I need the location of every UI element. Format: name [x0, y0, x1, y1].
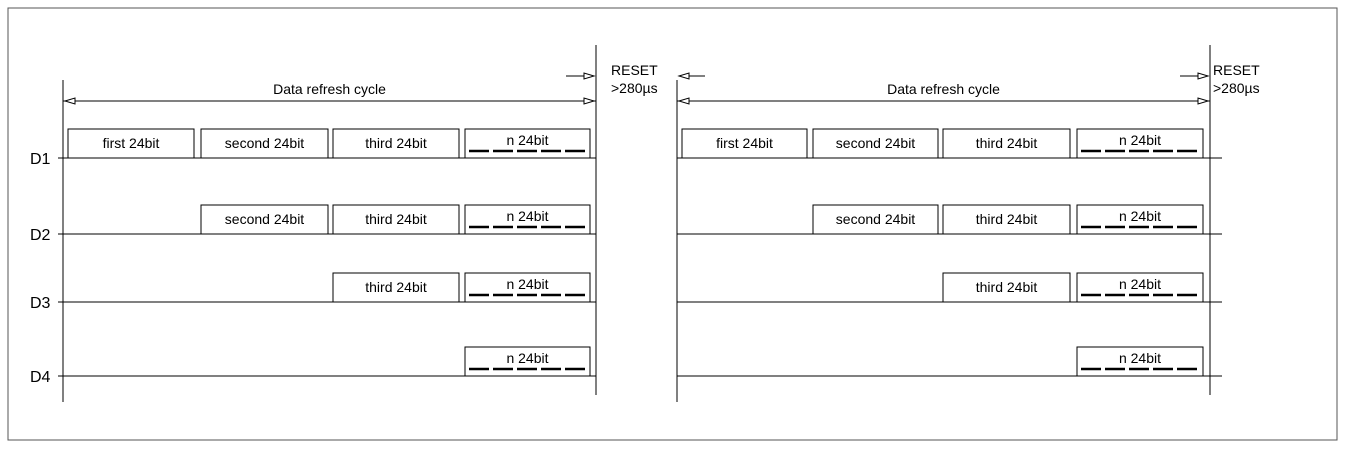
reset-time-label: >280µs [611, 80, 658, 96]
data-packet [942, 128, 1071, 159]
data-packet [681, 128, 808, 159]
packet-label: n 24bit [1119, 350, 1161, 366]
reset-arrow-out [677, 72, 690, 80]
data-packet [464, 128, 591, 159]
packet-label: first 24bit [103, 135, 160, 151]
packet-label: third 24bit [976, 211, 1038, 227]
reset-arrow-in [583, 72, 596, 80]
reset-label: RESET [1213, 62, 1260, 78]
packet-label: second 24bit [836, 211, 916, 227]
data-packet [200, 204, 329, 235]
packet-label: third 24bit [976, 135, 1038, 151]
packet-label: third 24bit [976, 279, 1038, 295]
timing-panel-2: Data refresh cycle RESET >280µs first 24bit… [676, 45, 1260, 402]
cycle-label: Data refresh cycle [887, 81, 1000, 97]
data-packet [464, 204, 591, 235]
signal-label: D2 [30, 227, 51, 244]
cycle-label: Data refresh cycle [273, 81, 386, 97]
cycle-arrow-left [677, 97, 690, 105]
packet-label: third 24bit [365, 135, 427, 151]
packet-label: third 24bit [365, 279, 427, 295]
data-packet [464, 272, 591, 303]
signal-label: D1 [30, 151, 51, 168]
packet-label: n 24bit [506, 276, 548, 292]
packet-label: third 24bit [365, 211, 427, 227]
packet-label: n 24bit [506, 132, 548, 148]
packet-label: n 24bit [506, 350, 548, 366]
data-packet [332, 204, 460, 235]
packet-label: n 24bit [1119, 276, 1161, 292]
data-packet [1076, 128, 1204, 159]
packet-label: second 24bit [225, 135, 305, 151]
packet-label: n 24bit [506, 208, 548, 224]
packet-label: first 24bit [716, 135, 773, 151]
cycle-arrow-left [63, 97, 76, 105]
reset-arrow-in [1197, 72, 1210, 80]
signal-label: D3 [30, 295, 51, 312]
reset-label: RESET [611, 62, 658, 78]
data-packet [67, 128, 195, 159]
cycle-arrow-right [583, 97, 596, 105]
packet-label: n 24bit [1119, 132, 1161, 148]
data-packet [812, 204, 939, 235]
data-packet [1076, 272, 1204, 303]
reset-time-label: >280µs [1213, 80, 1260, 96]
signal-label: D4 [30, 369, 51, 386]
data-packet [1076, 204, 1204, 235]
data-packet [200, 128, 329, 159]
data-packet [812, 128, 939, 159]
packet-label: n 24bit [1119, 208, 1161, 224]
cycle-arrow-right [1197, 97, 1210, 105]
data-packet [1076, 346, 1204, 377]
packet-label: second 24bit [836, 135, 916, 151]
data-packet [332, 272, 460, 303]
data-packet [332, 128, 460, 159]
data-packet [464, 346, 591, 377]
data-packet [942, 272, 1071, 303]
data-packet [942, 204, 1071, 235]
packet-label: second 24bit [225, 211, 305, 227]
